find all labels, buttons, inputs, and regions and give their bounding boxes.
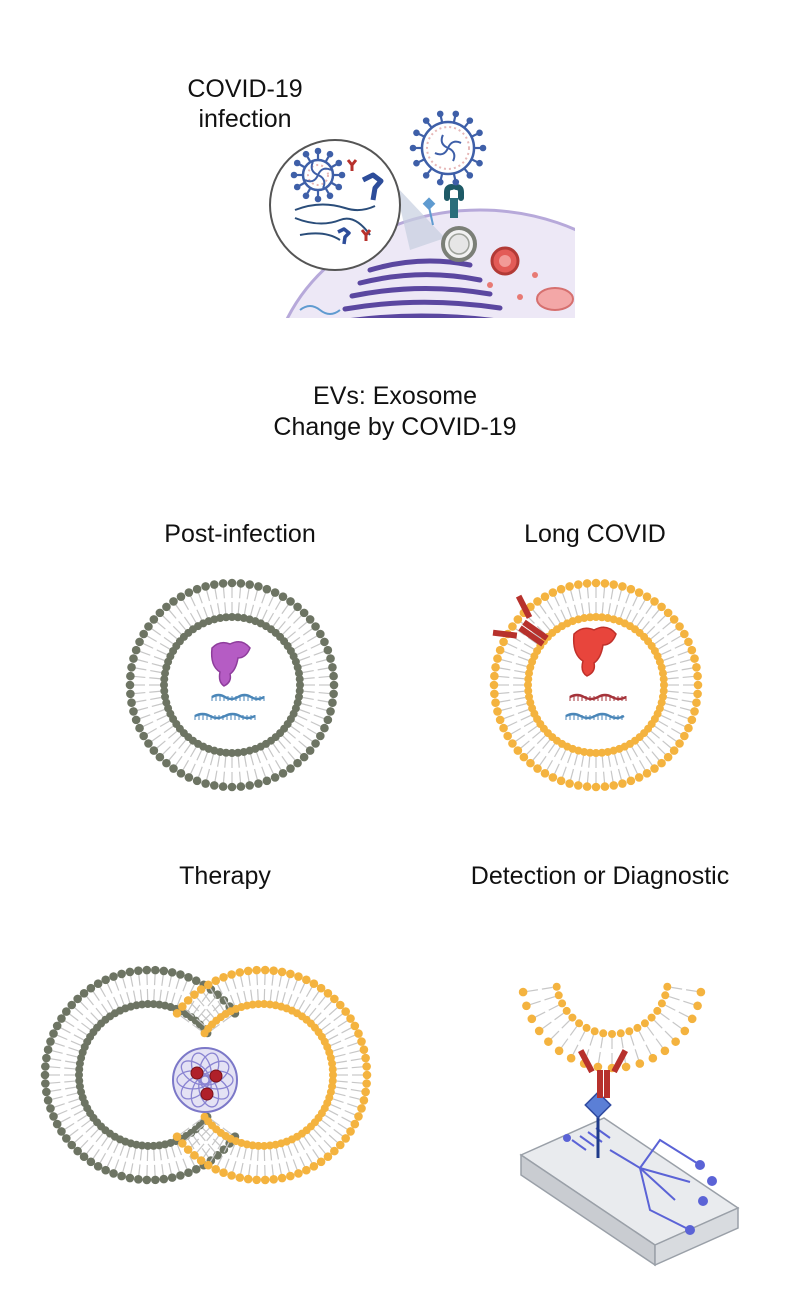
post-infection-exosome [125, 578, 339, 792]
red-protein-cargo [572, 626, 617, 677]
antibody-icon [346, 159, 358, 171]
rna-cargo [565, 693, 627, 720]
ace2-receptor [422, 184, 464, 226]
capture-probe [584, 1091, 612, 1158]
therapy-gray-exosome [40, 965, 240, 1185]
long-covid-exosome [489, 578, 703, 792]
center-title-line2: Change by COVID-19 [273, 413, 517, 441]
infection-label-line1: COVID-19 [187, 75, 303, 103]
therapy-label: Therapy [179, 862, 271, 890]
rna-strand-icon [294, 203, 376, 212]
rna-cargo [194, 693, 265, 720]
host-cell-scene [285, 208, 575, 318]
magnified-inset [269, 139, 401, 271]
spike-protein-icon [337, 227, 351, 245]
antibody-detection [578, 1049, 628, 1098]
detection-label: Detection or Diagnostic [470, 862, 730, 890]
virus-particle [409, 110, 487, 186]
mini-virus-icon [290, 147, 346, 203]
rna-strand-icon [299, 232, 341, 241]
drug-nanoparticle [172, 1047, 238, 1113]
therapy-orange-exosome [172, 965, 372, 1185]
endoplasmic-reticulum [342, 258, 503, 318]
post-infection-label: Post-infection [164, 520, 316, 548]
mitochondrion [536, 287, 574, 311]
microfluidic-chip [519, 1117, 740, 1267]
long-covid-label: Long COVID [524, 520, 666, 548]
spike-protein-icon [361, 172, 384, 201]
zoom-wedge [395, 185, 445, 250]
antibody-icon [360, 229, 372, 241]
infection-label-line2: infection [198, 105, 292, 133]
host-cell [285, 208, 575, 318]
magenta-protein-cargo [210, 641, 251, 687]
rna-strand-icon [294, 217, 371, 236]
detection-exosome-fragment [518, 982, 706, 1073]
antibody-on-membrane [492, 594, 549, 647]
center-title-line1: EVs: Exosome [313, 382, 477, 410]
budding-exosome [441, 226, 477, 262]
